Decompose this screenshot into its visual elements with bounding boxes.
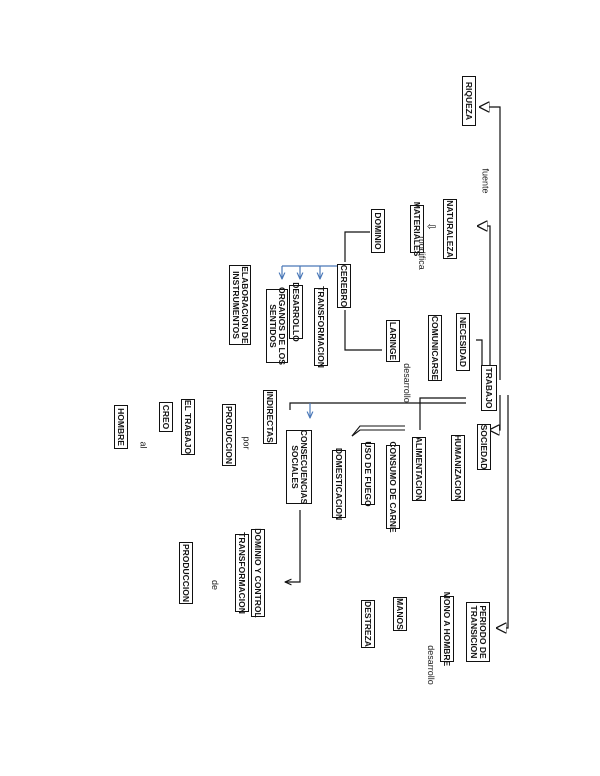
node-produccion-1: PRODUCCION <box>222 404 236 466</box>
node-periodo: PERIODO DE TRANSICION <box>466 602 490 662</box>
label-modifica: modifica <box>416 236 427 270</box>
node-laringe: LARINGE <box>386 320 400 362</box>
line-long-arrow-2 <box>351 425 405 437</box>
node-dominio: DOMINIO <box>371 209 385 253</box>
node-transformacion-1: TRANSFORMACION <box>314 286 328 368</box>
label-desarrollo-2: desarrollo <box>425 645 436 685</box>
node-naturaleza: NATURALEZA <box>443 199 457 259</box>
node-destreza: DESTREZA <box>361 600 375 648</box>
label-fuente: fuente <box>480 168 491 194</box>
arrow-glyph-1: ⇦ <box>427 221 437 233</box>
node-trabajo: TRABAJO <box>481 365 497 411</box>
node-hombre: HOMBRE <box>114 405 128 449</box>
node-sociedad: SOCIEDAD <box>477 424 491 470</box>
label-por: por <box>241 436 252 450</box>
node-produccion-2: PRODUCCION <box>179 542 193 604</box>
line-trabajo-naturaleza <box>478 226 491 380</box>
label-de: de <box>210 579 221 591</box>
node-necesidad: NECESIDAD <box>456 313 470 371</box>
line-trabajo-sociedad <box>490 395 501 430</box>
node-riqueza: RIQUEZA <box>462 76 476 126</box>
node-elaboracion: ELABORACION DE INSTRUMENTOS <box>229 265 251 345</box>
node-desarrollo: DESARROLLO <box>289 282 303 342</box>
line-trabajo-riqueza <box>480 107 501 380</box>
line-cerebro-laringe <box>344 310 382 351</box>
line-long-arrow <box>351 429 405 437</box>
node-indirectas: INDIRECTAS <box>263 390 277 444</box>
node-mono: MONO A HOMBRE <box>440 592 454 666</box>
node-creo: CREO <box>159 402 173 432</box>
node-consecuencias: CONSECUENCIAS SOCIALES <box>286 430 312 504</box>
line-consecuencias-dominio <box>285 510 301 582</box>
node-domesticacion: DOMESTICACION <box>332 448 346 520</box>
node-dominio-control: DOMINIO Y CONTROL <box>251 528 265 618</box>
line-trabajo-periodo <box>497 395 509 628</box>
node-el-trabajo: EL TRABAJO <box>181 399 195 455</box>
node-comunicarse: COMUNICARSE <box>428 315 442 381</box>
node-transformacion-2: TRANSFORMACION <box>235 532 249 614</box>
node-manos: MANOS <box>393 597 407 631</box>
node-alimentacion: ALIMENTACION <box>412 437 426 501</box>
node-uso-fuego: USO DE FUEGO <box>361 441 375 507</box>
node-consumo: CONSUMO DE CARNE <box>386 441 400 533</box>
node-organos: ORGANOS DE LOS SENTIDOS <box>266 287 288 365</box>
label-al: al <box>138 441 149 449</box>
line-trabajo-indirectas <box>289 402 466 410</box>
line-dominio-cerebro <box>344 231 370 262</box>
node-humanizacion: HUMANIZACION <box>451 435 465 501</box>
node-cerebro: CEREBRO <box>337 264 351 308</box>
line-trabajo-alimentacion <box>419 397 466 430</box>
label-desarrollo-1: desarrollo <box>401 363 412 403</box>
